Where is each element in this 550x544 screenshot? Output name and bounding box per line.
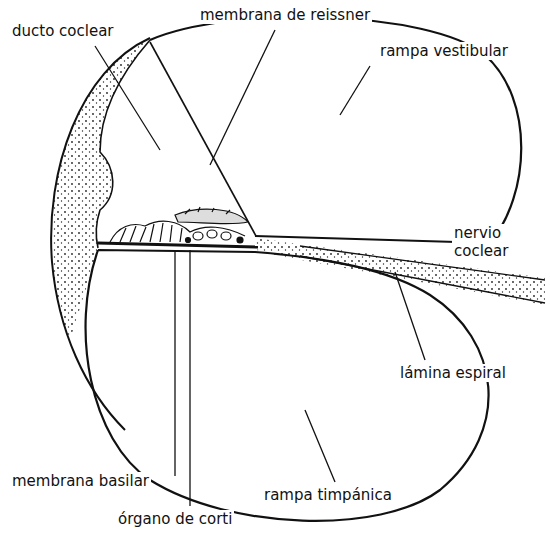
reissner-membrane — [150, 42, 256, 236]
leader-lines — [95, 30, 425, 506]
part-label: membrana basilar — [10, 472, 151, 490]
part-label: rampa timpánica — [262, 486, 394, 504]
outer-wall — [51, 38, 150, 340]
part-label: lámina espiral — [398, 364, 508, 382]
outer-wall-edge — [51, 38, 150, 430]
organ-of-corti — [110, 207, 248, 243]
basilar-membrane — [98, 243, 258, 247]
part-label: nervio coclear — [452, 224, 532, 260]
part-label: ducto coclear — [10, 22, 116, 40]
part-label: membrana de reissner — [198, 6, 372, 24]
part-label: órgano de corti — [116, 510, 234, 528]
part-label: rampa vestibular — [378, 42, 510, 60]
inner-wall-edge — [96, 40, 150, 248]
scala-vestibuli — [150, 17, 521, 243]
